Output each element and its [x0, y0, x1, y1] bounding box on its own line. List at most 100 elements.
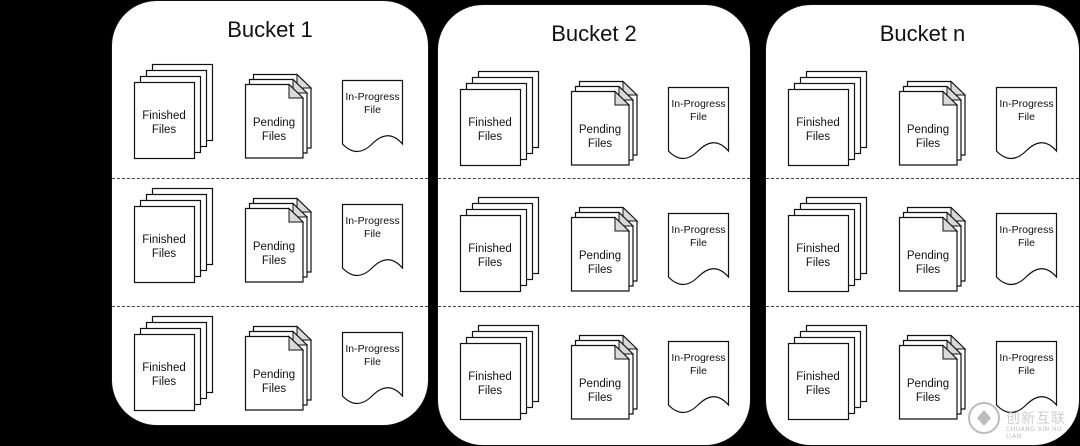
doc-label-line: Finished: [796, 117, 839, 129]
doc-label-line: In-Progress: [345, 343, 399, 355]
doc-label-line: In-Progress: [671, 352, 725, 364]
doc-label-line: Files: [152, 124, 177, 136]
doc-label-line: In-Progress: [345, 215, 399, 227]
doc-label-line: File: [1018, 111, 1035, 123]
doc-label-line: Files: [262, 131, 287, 143]
watermark-logo: 创新互联 CHUANG XIN HU LIAN: [966, 400, 1074, 440]
doc-label-line: Pending: [253, 117, 295, 129]
logo-icon: [968, 402, 1000, 434]
doc-label-line: Pending: [253, 241, 295, 253]
doc-label-line: Files: [806, 385, 831, 397]
doc-label-line: In-Progress: [999, 352, 1053, 364]
doc-label-line: Pending: [579, 378, 621, 390]
doc-label-line: Files: [478, 257, 503, 269]
row-divider: [766, 178, 1079, 179]
doc-label-line: Finished: [468, 243, 511, 255]
doc-label-line: In-Progress: [345, 91, 399, 103]
doc-label-line: Files: [478, 131, 503, 143]
file-sheet: [133, 205, 196, 284]
file-sheet: [787, 214, 850, 293]
doc-label-line: Files: [152, 248, 177, 260]
file-sheet: [459, 214, 522, 293]
doc-label-line: Files: [916, 264, 941, 276]
file-sheet: [787, 88, 850, 167]
file-sheet: [459, 88, 522, 167]
doc-label-line: File: [690, 365, 707, 377]
doc-label-line: In-Progress: [999, 224, 1053, 236]
doc-label-line: Files: [588, 392, 613, 404]
doc-label-line: Pending: [907, 378, 949, 390]
doc-label-line: In-Progress: [999, 98, 1053, 110]
row-divider: [438, 306, 750, 307]
bucket-title: Bucket n: [879, 21, 966, 46]
doc-label-line: Finished: [796, 243, 839, 255]
file-sheet: [133, 333, 196, 412]
bucket-title: Bucket 2: [551, 21, 637, 46]
watermark-subtext: CHUANG XIN HU LIAN: [1006, 426, 1062, 440]
row-divider: [766, 306, 1079, 307]
doc-label-line: File: [364, 356, 381, 368]
doc-label-line: Finished: [796, 371, 839, 383]
doc-label-line: Files: [806, 257, 831, 269]
doc-label-line: Files: [916, 138, 941, 150]
doc-label-line: Files: [262, 255, 287, 267]
doc-label-line: File: [690, 111, 707, 123]
row-divider: [112, 306, 428, 307]
doc-label-line: In-Progress: [671, 98, 725, 110]
doc-label-line: Pending: [579, 250, 621, 262]
doc-label-line: Pending: [907, 124, 949, 136]
doc-label-line: Pending: [579, 124, 621, 136]
doc-label-line: File: [1018, 237, 1035, 249]
row-divider: [438, 178, 750, 179]
file-sheet: [787, 342, 850, 421]
doc-label-line: File: [364, 104, 381, 116]
doc-label-line: File: [690, 237, 707, 249]
row-divider: [112, 178, 428, 179]
file-sheet: [133, 81, 196, 160]
bucket-title: Bucket 1: [227, 17, 313, 42]
doc-label-line: File: [1018, 365, 1035, 377]
doc-label-line: Finished: [468, 117, 511, 129]
doc-label-line: Pending: [907, 250, 949, 262]
file-sheet: [459, 342, 522, 421]
doc-label-line: Files: [478, 385, 503, 397]
doc-label-line: File: [364, 228, 381, 240]
doc-label-line: Files: [588, 138, 613, 150]
doc-label-line: Files: [262, 383, 287, 395]
doc-label-line: Finished: [142, 110, 185, 122]
doc-label-line: Files: [152, 376, 177, 388]
doc-label-line: Pending: [253, 369, 295, 381]
doc-label-line: Finished: [142, 362, 185, 374]
doc-label-line: Files: [588, 264, 613, 276]
doc-label-line: Finished: [142, 234, 185, 246]
doc-label-line: Files: [806, 131, 831, 143]
doc-label-line: Files: [916, 392, 941, 404]
doc-label-line: In-Progress: [671, 224, 725, 236]
